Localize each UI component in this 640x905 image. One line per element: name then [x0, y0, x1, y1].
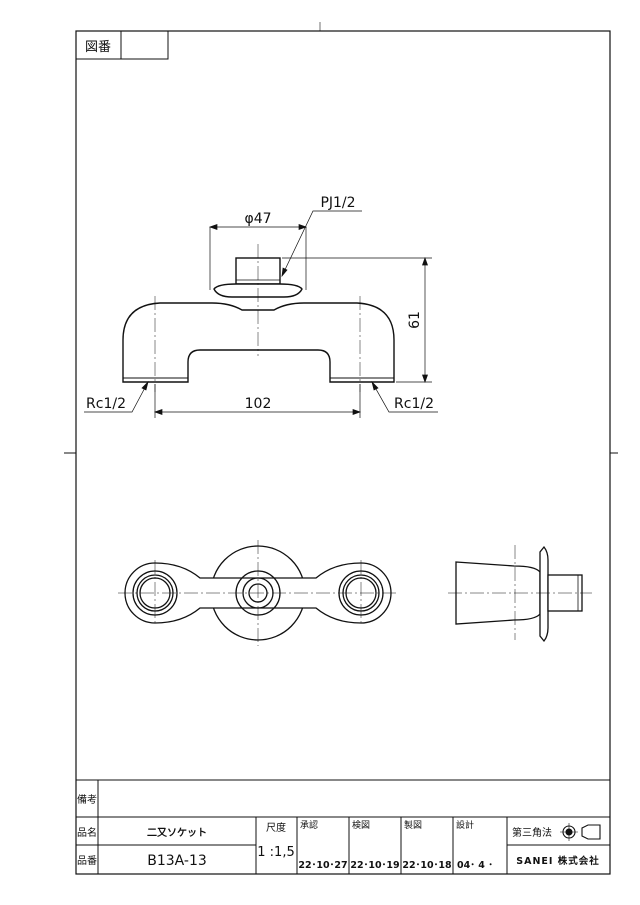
- remarks-label: 備考: [77, 793, 97, 806]
- side-flange: [539, 545, 549, 643]
- sheet-border: [75, 30, 611, 875]
- checked-label: 検図: [352, 819, 370, 831]
- dim-width: 102: [245, 396, 272, 412]
- front-view: [122, 257, 395, 383]
- projection-label: 第三角法: [512, 826, 552, 839]
- scale-label: 尺度: [266, 821, 286, 834]
- designed-label: 設計: [456, 819, 474, 831]
- side-view: [455, 545, 583, 643]
- part-number: B13A-13: [147, 853, 207, 869]
- approved-label: 承認: [300, 819, 318, 831]
- socket-body: [122, 302, 395, 383]
- company-name: SANEI 株式会社: [516, 855, 599, 867]
- dim-thread-right: Rc1/2: [394, 396, 434, 412]
- drawn-date: 22･10･18: [402, 860, 452, 871]
- dim-flange-diameter: φ47: [244, 211, 271, 227]
- bottom-centerlines: [118, 540, 398, 646]
- product-name-label: 品名: [77, 826, 97, 839]
- scale-value: 1 :1,5: [257, 845, 294, 860]
- front-centerlines: [154, 244, 361, 392]
- dim-height: 61: [407, 311, 423, 329]
- product-name: 二又ソケット: [147, 827, 207, 839]
- side-centerlines: [448, 545, 592, 640]
- dim-thread-left: Rc1/2: [86, 396, 126, 412]
- part-number-label: 品番: [77, 855, 97, 867]
- approved-date: 22･10･27: [298, 860, 347, 871]
- drawn-label: 製図: [404, 819, 422, 831]
- drawing-number-box: 図番: [75, 30, 169, 60]
- dim-thread-top: PJ1/2: [320, 195, 355, 211]
- drawing-number-label: 図番: [85, 40, 111, 55]
- designed-date: 04･ 4 ･: [457, 860, 493, 871]
- third-angle-projection-icon: [560, 823, 601, 841]
- title-block: [76, 779, 610, 874]
- dimension-lines: [84, 210, 438, 418]
- checked-date: 22･10･19: [350, 860, 399, 871]
